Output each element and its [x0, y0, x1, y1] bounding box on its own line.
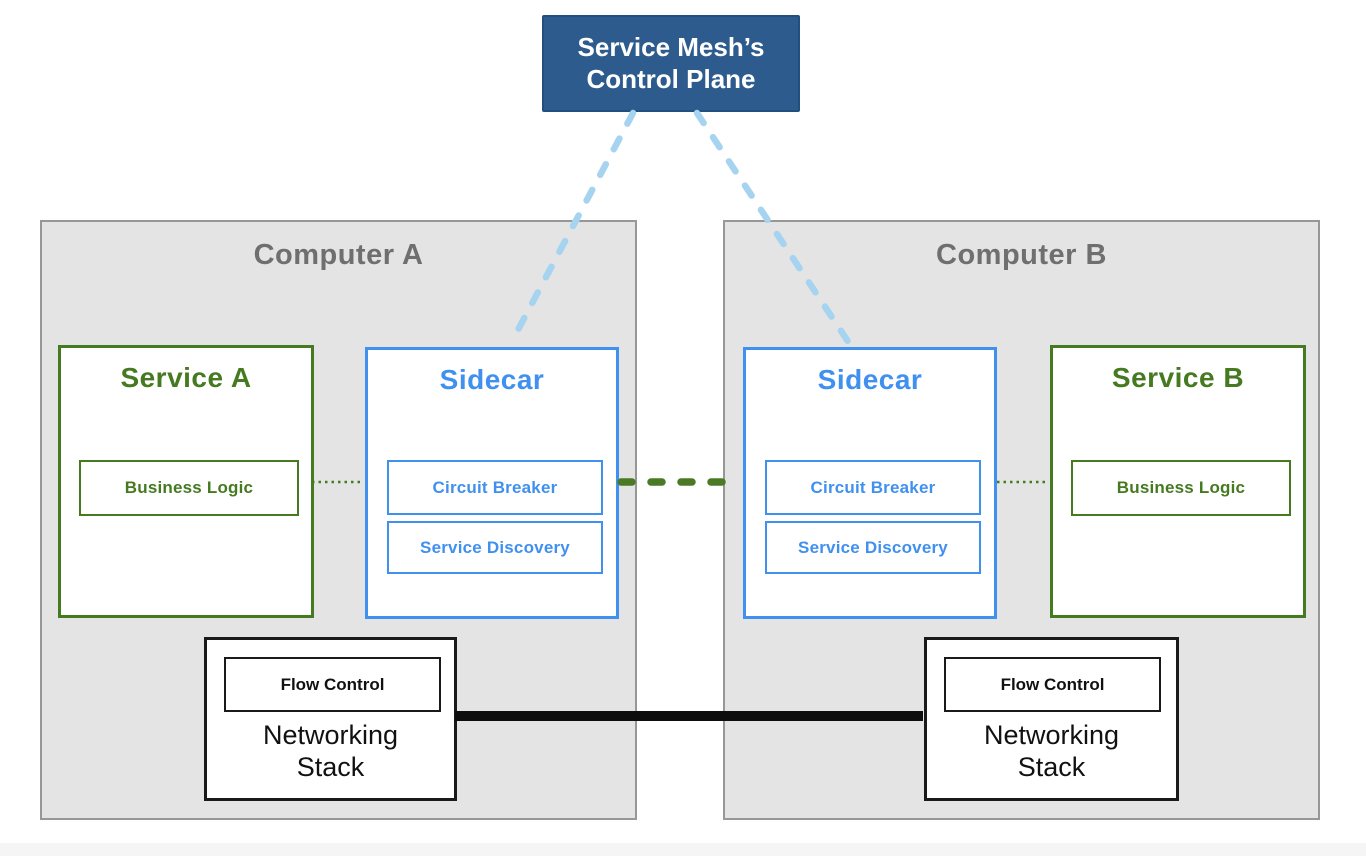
circuit-breaker-b-label: Circuit Breaker — [810, 477, 936, 497]
sidecar-b-box: Sidecar Circuit Breaker Service Discover… — [743, 347, 997, 619]
service-b-box: Service B Business Logic — [1050, 345, 1306, 618]
service-discovery-b-box: Service Discovery — [765, 521, 981, 574]
flow-control-b-label: Flow Control — [1000, 674, 1105, 694]
business-logic-b-label: Business Logic — [1116, 478, 1246, 497]
circuit-breaker-a-box: Circuit Breaker — [387, 460, 603, 515]
business-logic-a-label: Business Logic — [124, 478, 254, 497]
page-bottom-strip — [0, 843, 1366, 856]
flow-control-a-box: Flow Control — [224, 657, 441, 712]
control-plane-box: Service Mesh’s Control Plane — [542, 15, 800, 112]
computer-a-title: Computer A — [253, 239, 424, 271]
control-plane-label: Service Mesh’s Control Plane — [577, 32, 765, 94]
service-b-title: Service B — [1111, 362, 1245, 393]
business-logic-a-box: Business Logic — [79, 460, 299, 516]
sidecar-b-title: Sidecar — [817, 364, 923, 395]
business-logic-b-box: Business Logic — [1071, 460, 1291, 516]
networking-stack-a-label: Networking Stack — [262, 720, 399, 782]
computer-a-panel: Computer A Service A Business Logic Side… — [40, 220, 637, 820]
service-discovery-a-label: Service Discovery — [420, 537, 570, 557]
flow-control-b-box: Flow Control — [944, 657, 1161, 712]
sidecar-a-title: Sidecar — [439, 364, 545, 395]
service-discovery-b-label: Service Discovery — [798, 537, 948, 557]
service-a-box: Service A Business Logic — [58, 345, 314, 618]
networking-stack-a-box: Flow Control Networking Stack — [204, 637, 457, 801]
circuit-breaker-b-box: Circuit Breaker — [765, 460, 981, 515]
networking-stack-b-box: Flow Control Networking Stack — [924, 637, 1179, 801]
computer-b-panel: Computer B Sidecar Circuit Breaker Servi… — [723, 220, 1320, 820]
flow-control-a-label: Flow Control — [280, 674, 385, 694]
circuit-breaker-a-label: Circuit Breaker — [432, 477, 558, 497]
service-discovery-a-box: Service Discovery — [387, 521, 603, 574]
sidecar-a-box: Sidecar Circuit Breaker Service Discover… — [365, 347, 619, 619]
networking-stack-b-label: Networking Stack — [983, 720, 1120, 782]
computer-b-title: Computer B — [936, 239, 1107, 271]
service-a-title: Service A — [120, 362, 252, 393]
